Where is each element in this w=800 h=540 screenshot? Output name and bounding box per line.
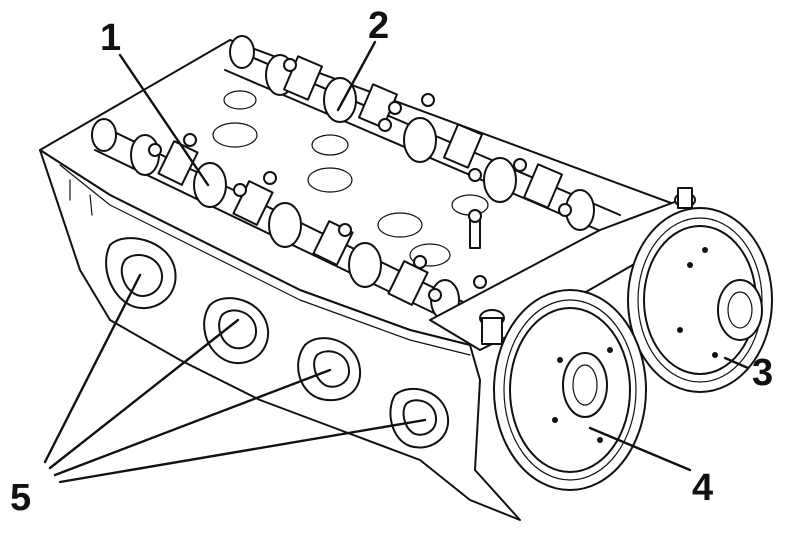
callout-labels: 1 2 3 4 5	[10, 5, 773, 519]
camshaft-exhaust	[224, 35, 621, 236]
leader-4	[588, 426, 692, 472]
leader-5b	[48, 318, 240, 470]
leader-5a	[43, 273, 142, 464]
leader-5d	[58, 418, 427, 484]
deck-chambers	[212, 90, 489, 267]
intake-ports	[105, 237, 450, 449]
intake-camshaft-sprocket	[493, 289, 647, 491]
callout-4: 4	[692, 467, 713, 509]
callout-2: 2	[368, 5, 389, 47]
leader-5c	[53, 368, 332, 477]
callout-leaders	[43, 40, 750, 484]
callout-5: 5	[10, 477, 31, 519]
camshaft-intake	[91, 118, 501, 341]
callout-1: 1	[100, 17, 121, 59]
leader-1	[118, 53, 210, 187]
callout-3: 3	[752, 352, 773, 394]
exhaust-camshaft-sprocket	[627, 207, 773, 393]
leader-2	[336, 40, 377, 112]
camshaft-bracket	[429, 187, 701, 351]
leader-3	[723, 356, 750, 370]
